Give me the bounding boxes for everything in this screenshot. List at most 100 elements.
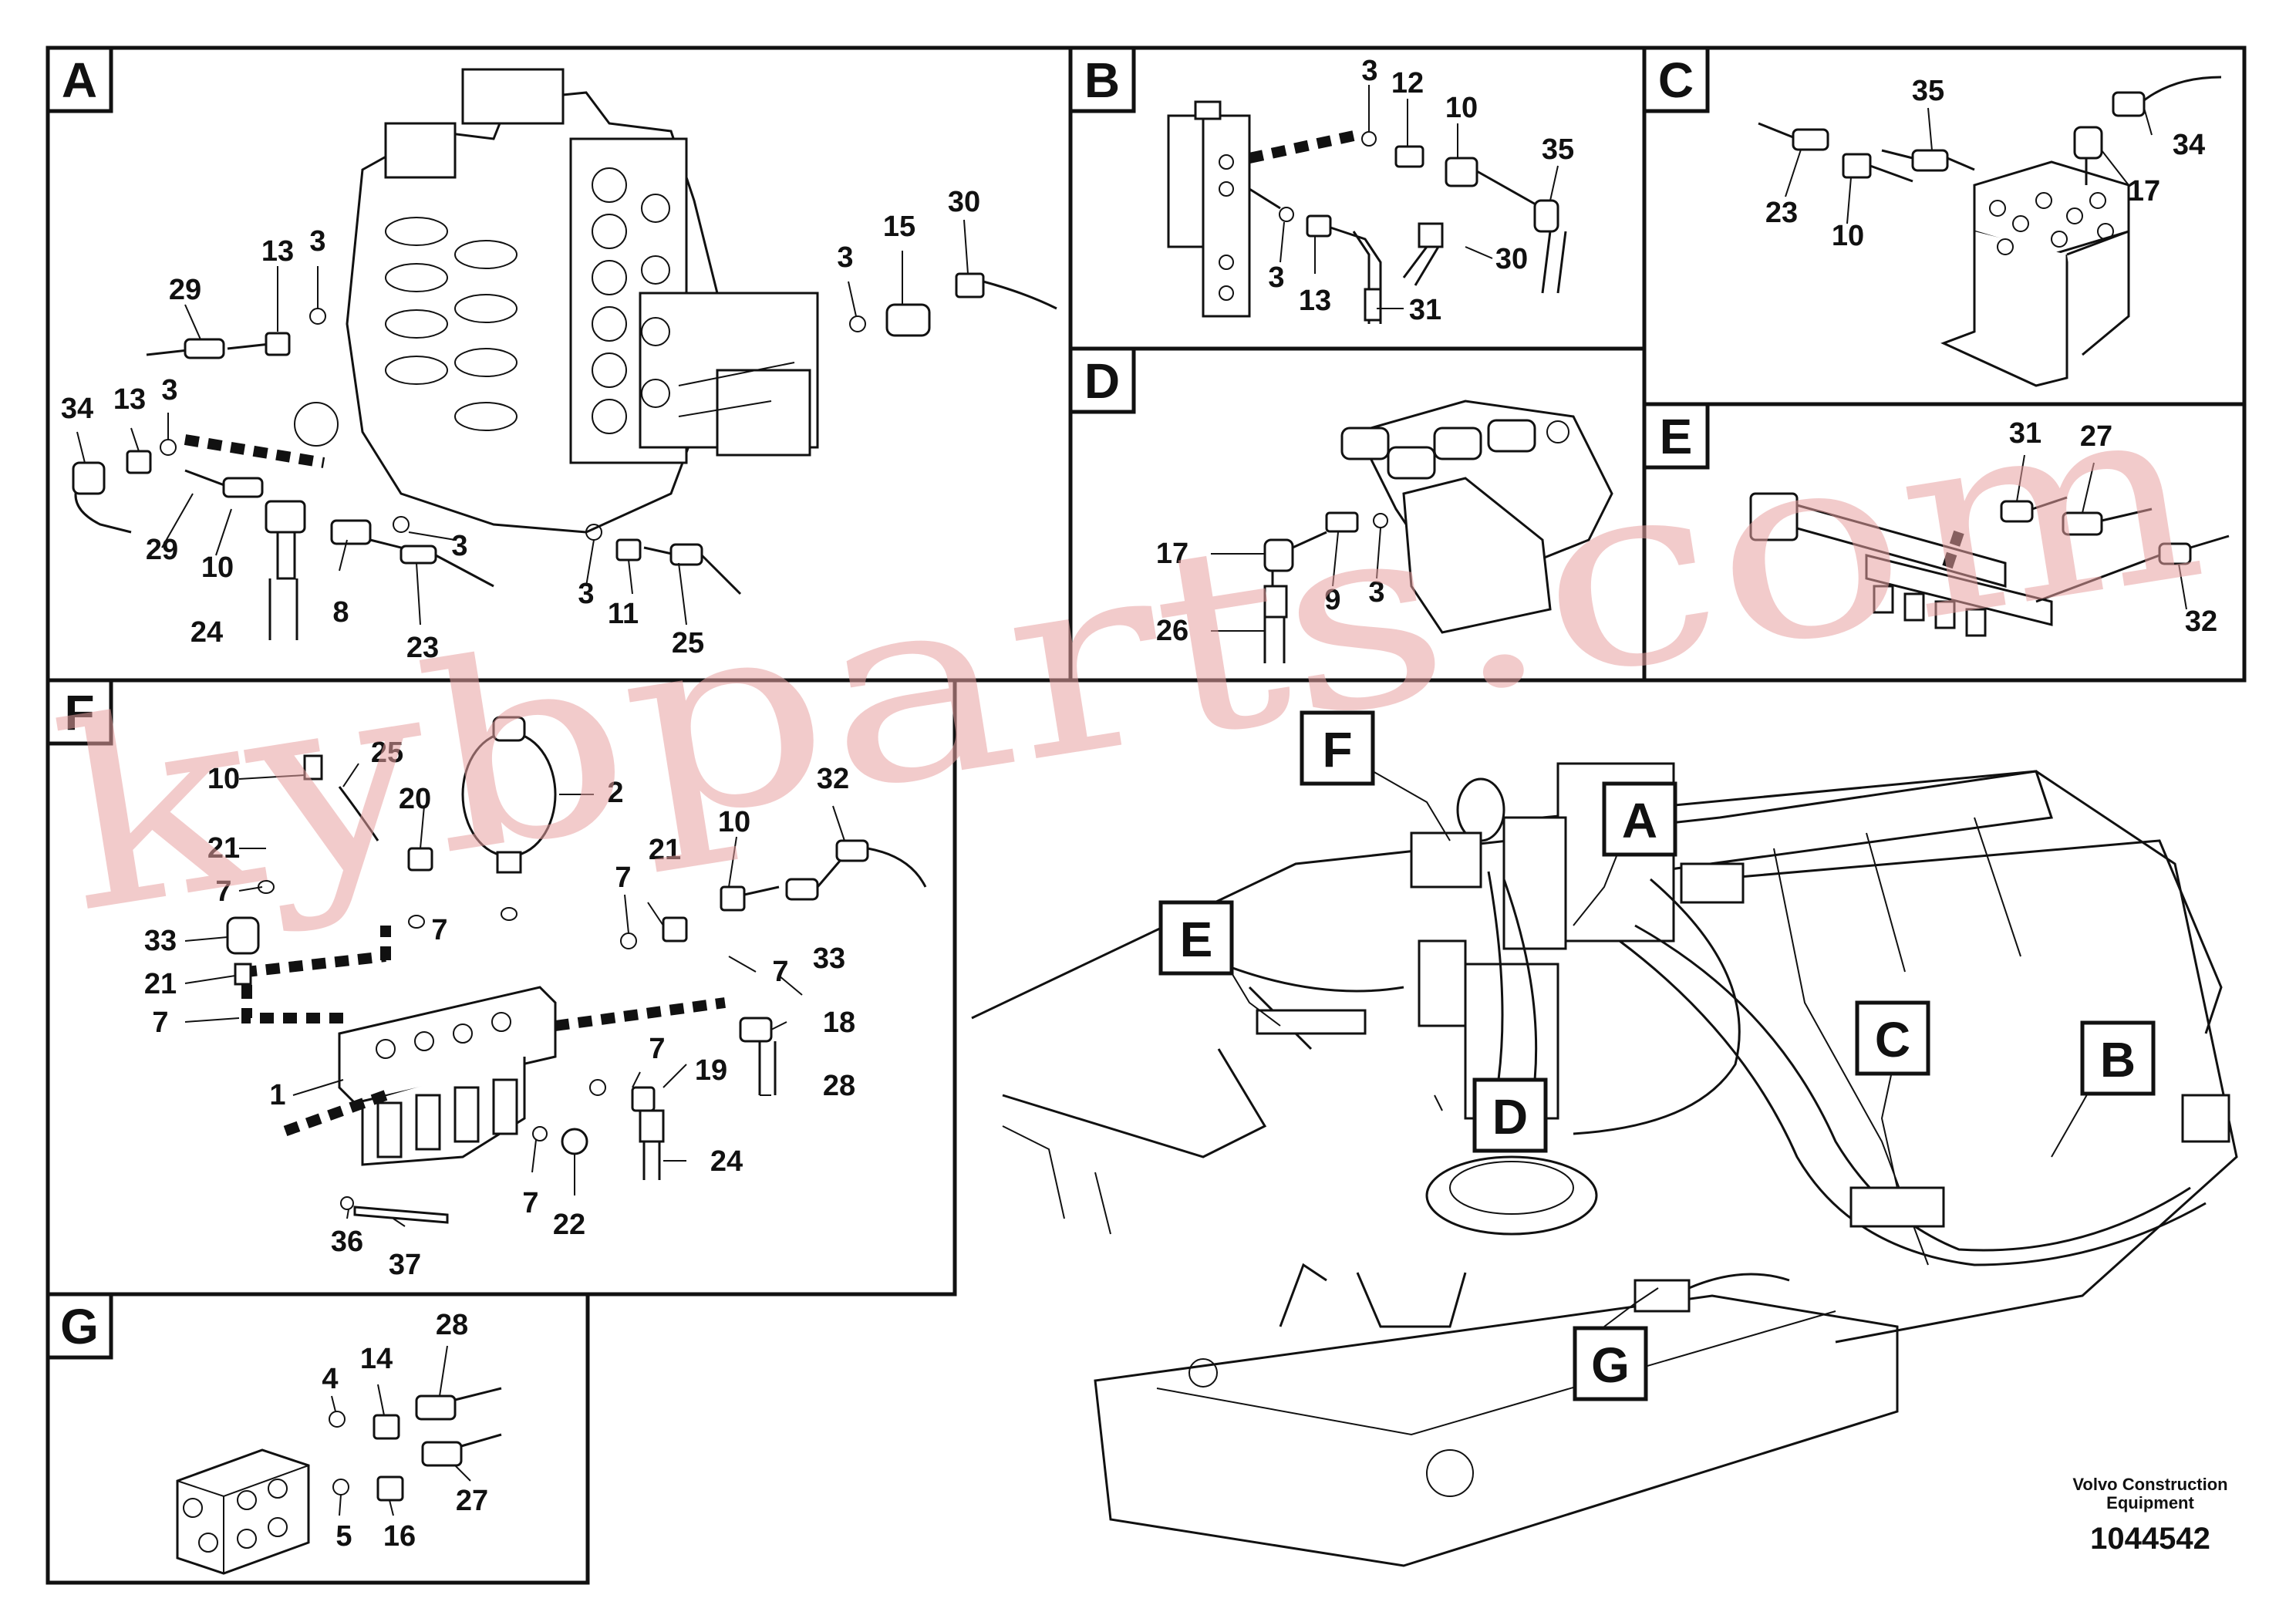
panel-f-letter: F (64, 685, 94, 740)
overview-illustration (971, 762, 2238, 1567)
part-number-label: 29 (146, 534, 178, 566)
part-number-label: 7 (431, 914, 447, 946)
part-number-label: 26 (1156, 615, 1188, 647)
part-number-label: 24 (710, 1145, 743, 1178)
panel-e-letter: E (1660, 409, 1693, 464)
panel-a-fittings (72, 272, 1057, 640)
part-number-label: 19 (695, 1054, 727, 1087)
part-number-label: 27 (2080, 420, 2112, 453)
part-number-label: 28 (436, 1309, 468, 1341)
part-number-label: 3 (161, 374, 177, 406)
panel-d-letter: D (1084, 353, 1120, 409)
panel-d-labels: 17 26 9 3 (1156, 538, 1385, 647)
panel-d-leaders (1211, 528, 1381, 632)
panel-b-labels: 3 12 10 35 3 13 31 30 (1268, 55, 1574, 326)
part-number-label: 2 (607, 777, 623, 809)
part-number-label: 32 (2185, 605, 2217, 638)
part-number-label: 13 (1299, 285, 1331, 317)
port-block-illustration (176, 1387, 502, 1575)
control-valve-illustration (294, 68, 819, 534)
part-number-label: 16 (383, 1520, 416, 1553)
part-number-label: 3 (309, 225, 325, 258)
part-number-label: 24 (190, 616, 223, 649)
part-number-label: 13 (261, 235, 294, 268)
callout-letter: E (1180, 912, 1213, 967)
part-number-label: 15 (883, 211, 915, 243)
panel-e-labels: 31 27 32 (2009, 417, 2217, 638)
block-assembly-illustration (1749, 492, 2230, 637)
part-number-label: 31 (1409, 294, 1441, 326)
part-number-label: 20 (399, 783, 431, 815)
part-number-label: 7 (615, 862, 631, 894)
part-number-label: 4 (322, 1363, 338, 1395)
part-number-label: 21 (144, 968, 177, 1000)
overview-callout-e[interactable]: E (1158, 900, 1234, 976)
part-number-label: 34 (61, 393, 93, 425)
part-number-label: 10 (207, 763, 240, 795)
callout-letter: G (1591, 1337, 1630, 1393)
panel-c-labels: 35 34 23 10 17 (1765, 75, 2205, 252)
part-number-label: 10 (718, 806, 750, 838)
part-number-label: 23 (406, 632, 439, 664)
part-number-label: 30 (948, 186, 980, 218)
overview-callout-c[interactable]: C (1855, 1000, 1930, 1076)
part-number-label: 37 (389, 1249, 421, 1281)
panel-c-leaders (1785, 107, 2153, 224)
part-number-label: 36 (331, 1226, 363, 1258)
accumulator-manifold-illustration (226, 716, 927, 1224)
part-number-label: 17 (1156, 538, 1188, 570)
panel-a: A (46, 46, 1073, 683)
part-number-label: 3 (1361, 55, 1377, 87)
part-number-label: 7 (152, 1007, 168, 1039)
part-number-label: 33 (144, 925, 177, 957)
part-number-label: 3 (837, 241, 853, 274)
panel-a-letter: A (62, 52, 97, 108)
overview-callout-g[interactable]: G (1573, 1326, 1648, 1401)
panel-g: G 28 14 4 5 16 27 (46, 1292, 590, 1585)
part-number-label: 5 (335, 1520, 352, 1553)
part-number-label: 8 (332, 596, 349, 629)
part-number-label: 12 (1391, 67, 1424, 99)
part-number-label: 3 (1368, 576, 1384, 609)
manifold-bracket-illustration (1758, 76, 2222, 387)
panel-g-leaders (331, 1345, 471, 1516)
part-number-label: 7 (772, 956, 788, 988)
panel-g-letter: G (60, 1299, 99, 1354)
panel-e: E 31 27 32 (1642, 402, 2247, 683)
panel-c-letter: C (1658, 52, 1694, 108)
footer: Volvo Construction Equipment 1044542 (2072, 1475, 2227, 1556)
overview-callout-b[interactable]: B (2080, 1020, 2156, 1096)
swivel-valve-illustration (1263, 400, 1613, 663)
part-number-label: 25 (672, 627, 704, 659)
overview-callout-f[interactable]: F (1300, 710, 1375, 786)
panel-b-leaders (1279, 85, 1559, 309)
part-number-label: 21 (207, 832, 240, 865)
panel-b: B 3 12 10 35 3 13 (1068, 46, 1647, 351)
part-number-label: 10 (1832, 220, 1864, 252)
panel-e-leaders (2016, 454, 2187, 610)
part-number-label: 7 (522, 1187, 538, 1219)
part-number-label: 31 (2009, 417, 2041, 450)
part-number-label: 3 (578, 578, 594, 610)
panel-f-labels: 10 25 2 20 21 7 33 21 7 1 7 36 37 7 22 3… (144, 737, 855, 1281)
panel-a-leaders (76, 219, 969, 632)
panel-d: D 17 26 9 3 (1068, 346, 1647, 683)
callout-letter: C (1875, 1012, 1910, 1067)
credit-line-1: Volvo Construction (2072, 1475, 2227, 1494)
part-number-label: 32 (817, 763, 849, 795)
part-number-label: 34 (2173, 129, 2205, 161)
callout-letter: B (2100, 1032, 2136, 1088)
part-number-label: 3 (451, 530, 467, 562)
part-number-label: 33 (813, 943, 845, 975)
part-number-label: 27 (456, 1485, 488, 1517)
part-number-label: 10 (201, 551, 234, 584)
callout-letter: A (1622, 793, 1657, 848)
part-number-label: 13 (113, 383, 146, 416)
part-number-label: 1 (269, 1079, 285, 1111)
part-number-label: 7 (649, 1033, 665, 1065)
overview-callout-d[interactable]: D (1472, 1077, 1548, 1153)
part-number-label: 29 (169, 274, 201, 306)
overview-callout-a[interactable]: A (1602, 781, 1677, 857)
part-number-label: 22 (553, 1209, 585, 1241)
